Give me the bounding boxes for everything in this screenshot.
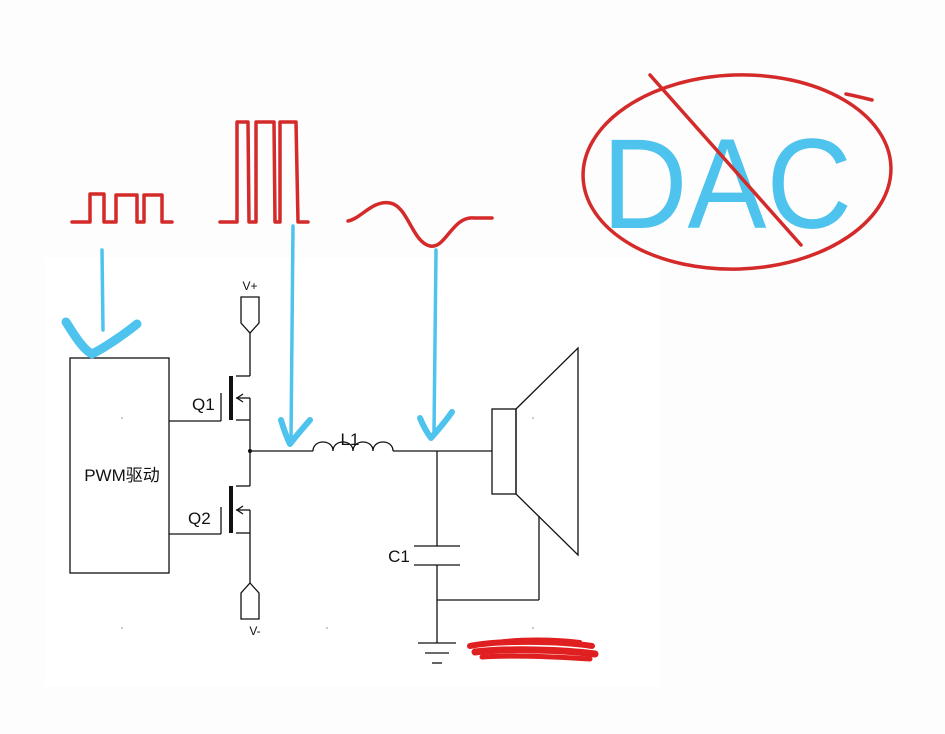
driver-label: PWM驱动: [84, 466, 160, 485]
filtered-waveform: [346, 201, 494, 248]
vplus-terminal: [240, 296, 260, 334]
q1-transistor: [169, 375, 251, 486]
arrow-to-switch-node-head: [278, 417, 313, 447]
dac-label: DAC: [602, 113, 852, 256]
ground-symbol: [418, 642, 456, 664]
arrow-to-switch-node: [289, 224, 295, 442]
arrow-to-filter-output-head: [417, 409, 455, 441]
speaker: [491, 346, 579, 557]
c1-capacitor: [414, 451, 460, 643]
dac-circle-tail: [844, 92, 874, 102]
arrow-to-driver: [100, 248, 105, 332]
vminus-terminal: [240, 582, 260, 620]
arrow-to-driver-head: [61, 317, 142, 359]
switched-waveform: [218, 120, 310, 224]
pwm-driver-block: [69, 357, 170, 574]
q1-label: Q1: [192, 395, 215, 414]
schematic-panel: [45, 258, 660, 686]
l1-label: L1: [341, 430, 360, 449]
vminus-label: V-: [249, 624, 260, 638]
vplus-label: V+: [242, 279, 257, 293]
red-scribble: [467, 637, 599, 662]
pwm-waveform: [70, 192, 174, 224]
q2-label: Q2: [188, 509, 211, 528]
dac-annotation: DAC: [581, 73, 893, 271]
q2-transistor: [169, 485, 251, 583]
junction-dot: [248, 449, 252, 453]
arrow-to-filter-output: [432, 248, 438, 435]
dac-circle: [581, 73, 893, 271]
c1-label: C1: [388, 547, 410, 566]
l1-inductor: [312, 441, 394, 452]
dac-strike-line: [648, 73, 803, 247]
